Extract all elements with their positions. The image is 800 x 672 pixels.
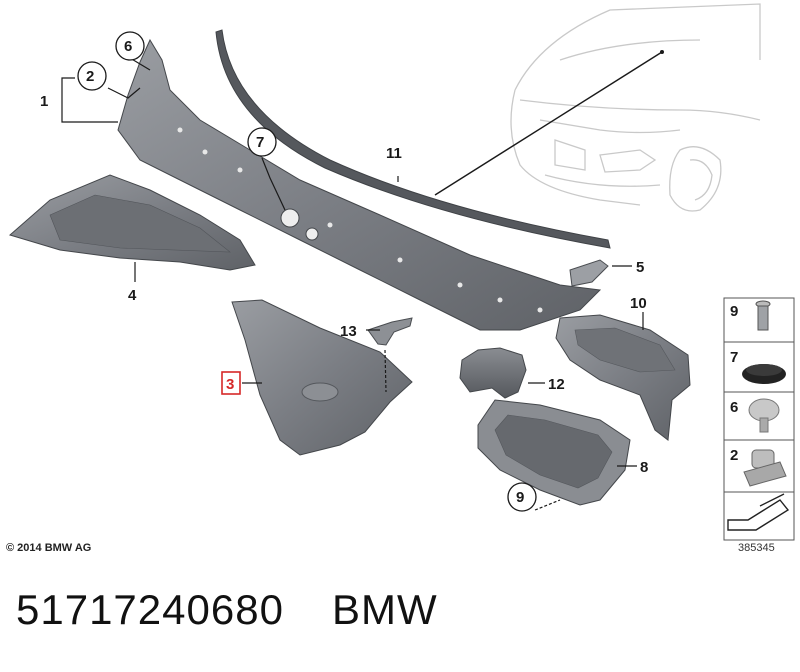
callout-7: 7	[247, 127, 277, 157]
brand-name: BMW	[331, 586, 438, 633]
wiper-opening-left	[280, 208, 300, 228]
tray-part-8-inner	[494, 414, 613, 489]
bracket-part-12	[459, 347, 527, 399]
callout-4-label: 4	[128, 287, 137, 304]
callout-11: 11	[386, 145, 402, 162]
tool-arrow-icon	[727, 493, 790, 531]
diagram-number: 385345	[738, 542, 775, 554]
legend-item-2: 2	[730, 447, 738, 464]
callout-2-label: 2	[86, 68, 94, 85]
right-cover-inner	[574, 327, 676, 373]
callout-9: 9	[507, 482, 537, 512]
legend-item-7: 7	[730, 349, 738, 366]
callout-6-label: 6	[124, 38, 132, 55]
footer-caption: 51717240680 BMW	[16, 586, 438, 634]
callout-7-label: 7	[256, 134, 264, 151]
callout-1-label: 1	[40, 93, 48, 110]
clip-part-5	[569, 259, 609, 287]
wiper-opening-right	[305, 227, 319, 241]
part-number: 51717240680	[16, 586, 284, 633]
callout-3-label: 3	[226, 376, 234, 393]
callout-13: 13	[340, 323, 357, 340]
copyright-notice: © 2014 BMW AG	[6, 542, 92, 554]
leader-lines	[61, 51, 663, 511]
left-side-cover-detail	[49, 194, 231, 253]
callout-13-label: 13	[340, 323, 357, 340]
lower-cover-boss	[301, 382, 339, 402]
callout-10: 10	[630, 295, 647, 312]
rivet-icon	[755, 300, 771, 331]
lower-cover-part-3	[231, 299, 413, 456]
clip-icon	[748, 398, 780, 433]
callout-12-label: 12	[548, 376, 565, 393]
plug-icon	[742, 364, 786, 384]
wiper-seal-strip	[215, 29, 611, 249]
callout-11-label: 11	[386, 145, 402, 162]
bracket-part-13	[367, 317, 413, 346]
nut-clip-icon	[743, 449, 787, 487]
callout-6: 6	[115, 31, 145, 61]
parts-diagram: 1 2 6 7 11 4 3 13 5 10 12 8 9	[8, 3, 795, 541]
callout-9-label: 9	[516, 489, 524, 506]
cowl-holes	[177, 127, 543, 313]
callout-4: 4	[128, 287, 137, 304]
car-outline	[510, 3, 761, 212]
callout-1: 1	[40, 93, 48, 110]
legend-item-6: 6	[730, 399, 738, 416]
fastener-legend: 9 7 6 2	[723, 297, 795, 541]
callout-12: 12	[548, 376, 565, 393]
callout-5-label: 5	[636, 259, 644, 276]
callout-5: 5	[636, 259, 644, 276]
legend-item-9: 9	[730, 303, 738, 320]
callout-8: 8	[640, 459, 648, 476]
car-anchor-dot	[660, 50, 664, 54]
cowl-panel-cover	[117, 38, 602, 331]
callout-8-label: 8	[640, 459, 648, 476]
callout-2: 2	[77, 61, 107, 91]
callout-3: 3	[221, 371, 241, 395]
callout-10-label: 10	[630, 295, 647, 312]
